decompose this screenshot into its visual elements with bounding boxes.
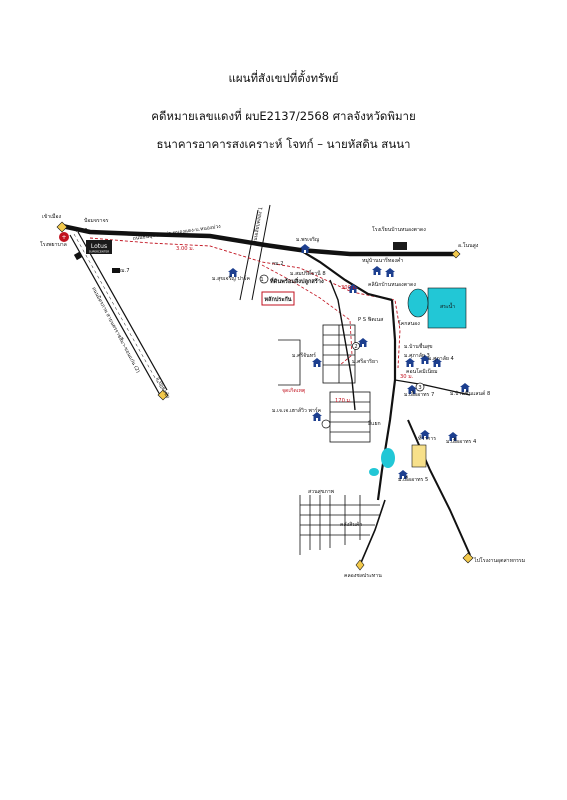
direction-markers [56,221,474,571]
map-labels: เข้าเมือง ป้อมจราจร กม.6 โรงพยาบาล ถนนธน… [40,206,525,579]
svg-text:300 ม.: 300 ม. [341,285,358,291]
svg-text:โรงพยาบาล: โรงพยาบาล [40,241,67,248]
svg-text:โคกสนอง: โคกสนอง [398,320,420,327]
svg-text:1: 1 [260,277,263,283]
svg-text:คอนโดมิเนียม: คอนโดมิเนียม [406,368,438,375]
case-number: คดีหมายเลขแดงที่ ผบE2137/2568 ศาลจังหวัด… [151,109,416,123]
svg-text:อ.โนนสูง: อ.โนนสูง [458,242,479,249]
svg-text:ม.บ้านชื่นแลนด์ 8: ม.บ้านชื่นแลนด์ 8 [450,390,490,397]
svg-text:หมู่บ้านนารีทองคำ: หมู่บ้านนารีทองคำ [362,257,403,264]
svg-text:กม.7: กม.7 [118,268,130,274]
water-features [369,287,467,476]
svg-text:สี่แยก: สี่แยก [368,420,381,427]
svg-text:ไปโรงงานอุตสาหกรรม: ไปโรงงานอุตสาหกรรม [473,556,525,564]
svg-text:คลองชลประทาน: คลองชลประทาน [344,573,382,579]
svg-text:ม.บ้านชื่นสุข: ม.บ้านชื่นสุข [404,343,433,350]
svg-text:คลินิกบ้านหนองตาดง: คลินิกบ้านหนองตาดง [368,281,416,288]
svg-text:3.00 ม.: 3.00 ม. [176,246,195,252]
route-path [89,237,401,369]
svg-text:Lotus: Lotus [91,243,107,250]
svg-text:ม.ศุภาลัย 3: ม.ศุภาลัย 3 [404,352,430,359]
page-title: แผนที่สังเขปที่ตั้งทรัพย์ [228,71,339,85]
svg-text:สวนสุขภาพ: สวนสุขภาพ [308,489,335,495]
svg-text:ป้อมจราจร: ป้อมจราจร [84,217,109,224]
svg-text:โรงเรียนบ้านหนองตาดง: โรงเรียนบ้านหนองตาดง [372,226,426,233]
svg-text:ม.เอื้ออาทร 4: ม.เอื้ออาทร 4 [446,437,477,445]
highway-road [69,231,168,396]
svg-text:ม.ศุภาลัย 4: ม.ศุภาลัย 4 [428,355,455,362]
asset-plot: หลักประกัน [261,291,427,468]
svg-text:ม.เอื้ออาทร 5: ม.เอื้ออาทร 5 [398,475,428,483]
svg-text:กม.2: กม.2 [272,261,284,267]
svg-text:ม.ศรีจันทร์: ม.ศรีจันทร์ [292,352,316,359]
side-road [239,204,271,301]
svg-text:หลักประกัน: หลักประกัน [264,295,291,303]
svg-text:ม.ศรีอาริยา: ม.ศรีอาริยา [352,358,378,365]
svg-text:+: + [61,234,66,241]
svg-text:P S ฟิตเนส: P S ฟิตเนส [358,316,384,323]
svg-text:สระน้ำ: สระน้ำ [440,302,455,310]
svg-text:ถนนเลียบคลอง 1: ถนนเลียบคลอง 1 [251,206,264,244]
svg-text:จุดเกิดเหตุ: จุดเกิดเหตุ [282,387,305,394]
svg-text:170 ม.: 170 ม. [335,398,352,404]
svg-text:ม.เจ.เจ.เฮาส์วิว พาร์ค: ม.เจ.เจ.เฮาส์วิว พาร์ค [272,407,322,414]
svg-text:30 ม.: 30 ม. [400,374,414,380]
svg-text:ม.สมปรีดิ์ธานี 8: ม.สมปรีดิ์ธานี 8 [290,269,326,277]
parties-line: ธนาคารอาคารสงเคราะห์ โจทก์ – นายหัสดิน ส… [156,137,411,151]
svg-text:ที่ว่าการ: ที่ว่าการ [418,435,436,442]
svg-text:กม.6: กม.6 [76,228,88,234]
svg-text:3: 3 [418,385,421,391]
svg-text:ม.สุขเจริญ ปาร์ค: ม.สุขเจริญ ปาร์ค [212,275,250,282]
svg-text:คลังสินค้า: คลังสินค้า [340,521,362,528]
main-road [59,223,458,257]
svg-text:ที่ดินพร้อมสิ่งปลูกสร้าง: ที่ดินพร้อมสิ่งปลูกสร้าง [270,277,324,286]
svg-text:ม.พรเจริญ: ม.พรเจริญ [296,236,320,243]
svg-text:ม.เอื้ออาทร 7: ม.เอื้ออาทร 7 [404,390,434,398]
estate-streets [278,324,380,555]
svg-text:2: 2 [354,344,357,350]
svg-text:เข้าเมือง: เข้าเมือง [42,213,62,220]
landmark-icons: + Lotus SUPERCENTER [59,232,425,429]
svg-text:SUPERCENTER: SUPERCENTER [89,250,109,254]
